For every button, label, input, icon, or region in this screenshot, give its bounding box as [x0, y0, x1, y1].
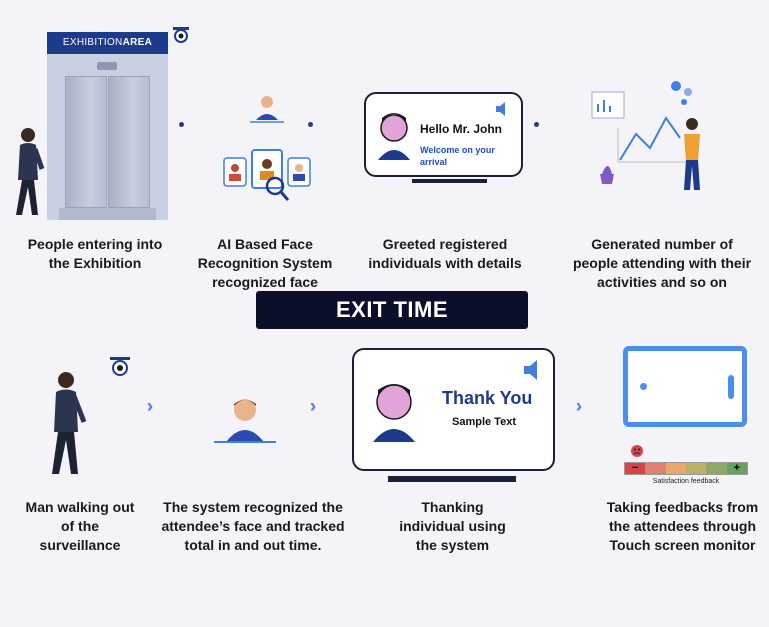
greeting-subtitle-line: Welcome on your	[420, 145, 495, 155]
greeting-subtitle-line: arrival	[420, 157, 448, 167]
touch-screen-monitor	[623, 346, 747, 427]
thank-you-screen: Thank You Sample Text	[352, 348, 555, 471]
avatar-icon	[378, 113, 410, 160]
caption-greeted: Greeted registered individuals with deta…	[356, 235, 534, 273]
monitor-stand	[412, 179, 487, 183]
caption-face-recognition: AI Based Face Recognition System recogni…	[190, 235, 340, 292]
scale-segment[interactable]	[665, 463, 686, 474]
caption-line: The system recognized the	[163, 499, 343, 515]
elevator-sign: EXHIBITIONAREA	[47, 32, 168, 54]
connector-dot	[308, 122, 313, 127]
satisfaction-label: Satisfaction feedback	[652, 478, 720, 485]
caption-generated: Generated number of people attending wit…	[556, 235, 768, 292]
thank-you-subtitle: Sample Text	[452, 416, 516, 428]
caption-line: the attendees through	[608, 518, 756, 534]
greeting-title: Hello Mr. John	[420, 122, 503, 136]
caption-line: total in and out time.	[184, 537, 322, 553]
minus-button[interactable]: −	[625, 463, 646, 474]
thank-you-title: Thank You	[442, 388, 533, 408]
caption-line: Thanking	[421, 499, 484, 515]
plus-button[interactable]: +	[726, 463, 747, 474]
avatar-icon	[373, 384, 415, 442]
caption-line: Touch screen monitor	[609, 537, 756, 553]
face-recognition-illustration	[223, 96, 311, 201]
caption-line: attendee’s face and tracked	[161, 518, 345, 534]
caption-system-recognized: The system recognized the attendee’s fac…	[158, 498, 348, 555]
caption-line: Generated number of	[591, 236, 733, 252]
elevator-sign-prefix: EXHIBITION	[62, 37, 123, 48]
caption-line: the system	[415, 537, 490, 553]
connector-dot	[534, 122, 539, 127]
walking-man-icon	[52, 372, 87, 474]
scale-segment[interactable]	[685, 463, 707, 474]
elevator-door-left	[65, 76, 107, 208]
caption-feedback: Taking feedbacks from the attendees thro…	[600, 498, 765, 555]
caption-line: people attending with their	[572, 255, 752, 271]
caption-line: AI Based Face	[217, 236, 313, 252]
caption-line: Greeted registered	[382, 236, 508, 252]
monitor-handle	[728, 375, 734, 399]
caption-walking-out: Man walking out of the surveillance	[10, 498, 150, 555]
scale-segment[interactable]	[706, 463, 727, 474]
camera-icon	[173, 27, 189, 43]
caption-line: individual using	[399, 518, 506, 534]
caption-line: of the	[60, 518, 100, 534]
scale-segment[interactable]	[645, 463, 666, 474]
person-icon	[214, 399, 276, 443]
caption-line: the Exhibition	[48, 255, 142, 271]
greeting-screen: Hello Mr. John Welcome on your arrival	[364, 92, 523, 177]
caption-line: surveillance	[39, 537, 121, 553]
caption-thanking: Thanking individual using the system	[380, 498, 525, 555]
elevator-floor	[59, 208, 156, 220]
elevator-sign-suffix: AREA	[122, 37, 153, 48]
caption-line: activities and so on	[597, 274, 727, 290]
caption-line: Man walking out	[25, 499, 135, 515]
walking-man-icon	[16, 128, 45, 215]
caption-line: Recognition System	[197, 255, 333, 271]
elevator-illustration: EXHIBITIONAREA	[47, 32, 168, 220]
monitor-button	[640, 383, 647, 390]
speaker-icon	[524, 360, 537, 380]
connector-dot	[179, 122, 184, 127]
satisfaction-scale[interactable]: − +	[624, 462, 748, 475]
elevator-door-right	[108, 76, 150, 208]
analytics-illustration	[591, 81, 700, 190]
caption-line: recognized face	[212, 274, 318, 290]
greeting-subtitle: Welcome on your arrival	[420, 144, 495, 168]
caption-line: People entering into	[27, 236, 163, 252]
elevator-indicator	[97, 62, 117, 70]
camera-icon	[110, 357, 130, 376]
exit-time-banner: EXIT TIME	[256, 291, 528, 329]
monitor-stand	[388, 476, 516, 482]
speaker-icon	[496, 102, 505, 116]
caption-line: individuals with details	[368, 255, 522, 271]
sad-face-icon	[631, 445, 643, 457]
caption-entering: People entering into the Exhibition	[20, 235, 170, 273]
caption-line: Taking feedbacks from	[606, 499, 759, 515]
